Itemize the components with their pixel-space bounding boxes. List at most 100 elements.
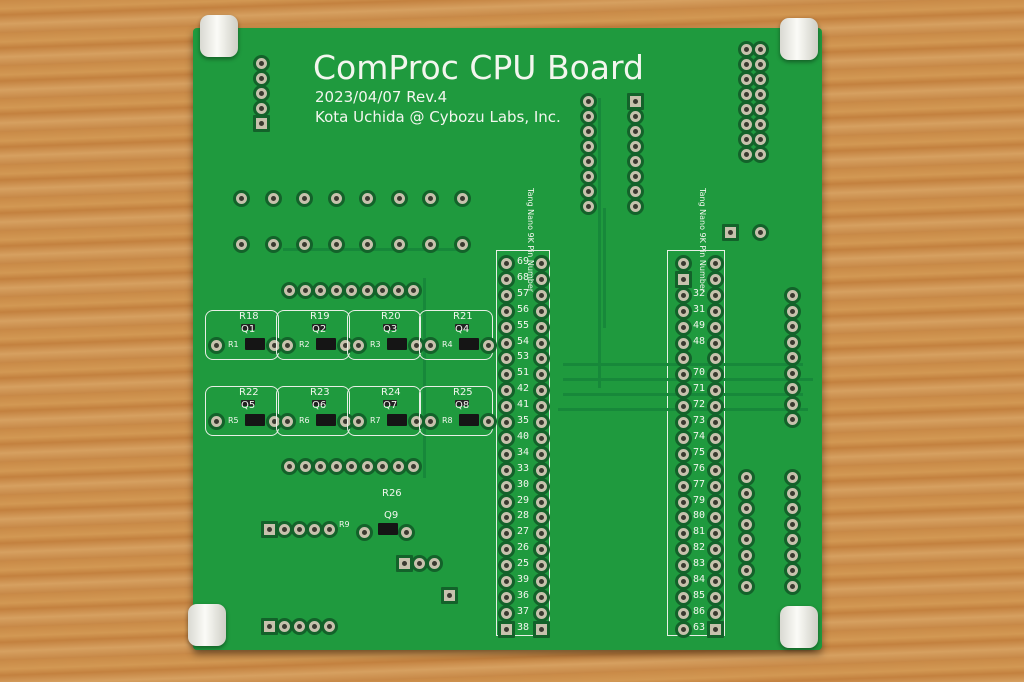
solder-pad (422, 236, 439, 253)
solder-pad (675, 414, 692, 431)
solder-pad (321, 521, 338, 538)
small-resistor-label: R9 (339, 520, 350, 529)
resistor-label: R25 (453, 387, 473, 398)
solder-pad (784, 411, 801, 428)
solder-pad (675, 445, 692, 463)
solder-pad (498, 620, 515, 638)
solder-pad (738, 469, 755, 486)
solder-pad (327, 190, 345, 207)
pin-number: 68 (517, 271, 530, 283)
solder-pad (296, 458, 314, 475)
resistor (383, 400, 397, 406)
solder-pad (498, 334, 515, 352)
solder-pad (707, 509, 724, 527)
solder-pad (752, 224, 769, 241)
solder-pad (707, 334, 724, 352)
solder-pad (707, 461, 724, 479)
transistor-label: Q4 (455, 324, 470, 335)
resistor (241, 400, 255, 406)
solder-pad (627, 198, 644, 215)
resistor (312, 400, 326, 406)
solder-pad (422, 190, 439, 207)
solder-pad (707, 318, 724, 336)
solder-pad (533, 541, 550, 559)
solder-pad (707, 525, 724, 543)
pin-number: 63 (693, 621, 706, 633)
solder-pad (453, 236, 471, 253)
header-label-left: Tang Nano 9K Pin Number (526, 188, 535, 293)
transistor (245, 338, 265, 350)
transistor (378, 523, 398, 535)
transistor (245, 414, 265, 426)
pin-number: 34 (517, 446, 530, 458)
solder-pad (533, 302, 550, 320)
pin-number: 41 (517, 399, 530, 411)
solder-pad (498, 270, 515, 288)
solder-pad (784, 395, 801, 413)
solder-pad (707, 270, 724, 288)
solder-pad (498, 461, 515, 479)
solder-pad (350, 413, 367, 430)
pcb-board: ComProc CPU Board 2023/04/07 Rev.4 Kota … (193, 28, 822, 650)
solder-pad (422, 337, 439, 354)
solder-pad (281, 282, 298, 299)
pin-number: 57 (517, 287, 530, 299)
solder-pad (498, 573, 515, 590)
solder-pad (498, 477, 515, 495)
solder-pad (722, 224, 739, 241)
copper-trace (603, 208, 606, 328)
right-header-outline (667, 250, 725, 636)
resistor-label: R21 (453, 311, 473, 322)
solder-pad (675, 573, 692, 590)
solder-pad (738, 515, 755, 533)
solder-pad (296, 282, 314, 299)
pin-number: 54 (517, 335, 530, 347)
solder-pad (279, 337, 296, 354)
solder-pad (707, 429, 724, 447)
left-header-outline (496, 250, 550, 636)
transistor-block-outline (419, 386, 493, 436)
solder-pad (675, 525, 692, 543)
pin-number: 79 (693, 494, 706, 506)
pin-number: 32 (693, 287, 706, 299)
solder-pad (707, 588, 724, 606)
resistor (312, 324, 326, 330)
solder-pad (533, 334, 550, 352)
solder-pad (343, 458, 360, 475)
solder-pad (533, 493, 550, 511)
solder-pad (389, 282, 407, 299)
solder-pad (533, 366, 550, 384)
solder-pad (291, 618, 308, 635)
solder-pad (784, 333, 801, 351)
solder-pad (738, 531, 755, 548)
resistor (241, 324, 255, 330)
solder-pad (738, 546, 755, 564)
solder-pad (784, 531, 801, 548)
solder-pad (784, 364, 801, 382)
solder-pad (279, 413, 296, 430)
transistor-label: Q5 (241, 400, 256, 411)
pin-number: 86 (693, 605, 706, 617)
pin-number: 49 (693, 319, 706, 331)
solder-pad (321, 618, 338, 635)
small-resistor-label: R5 (228, 416, 239, 425)
pin-number: 77 (693, 478, 706, 490)
solder-pad (784, 546, 801, 564)
solder-pad (533, 255, 550, 272)
solder-pad (533, 270, 550, 288)
transistor-label: Q8 (455, 400, 470, 411)
solder-pad (675, 493, 692, 511)
transistor-block-outline (347, 310, 421, 360)
small-resistor-label: R3 (370, 340, 381, 349)
transistor (387, 338, 407, 350)
transistor-block-outline (205, 310, 279, 360)
pin-number: 81 (693, 526, 706, 538)
solder-pad (374, 282, 391, 299)
resistor-label: R22 (239, 387, 259, 398)
small-resistor-label: R4 (442, 340, 453, 349)
solder-pad (350, 337, 367, 354)
pin-number: 36 (517, 589, 530, 601)
solder-pad (533, 604, 550, 622)
solder-pad (498, 382, 515, 400)
solder-pad (358, 458, 376, 475)
